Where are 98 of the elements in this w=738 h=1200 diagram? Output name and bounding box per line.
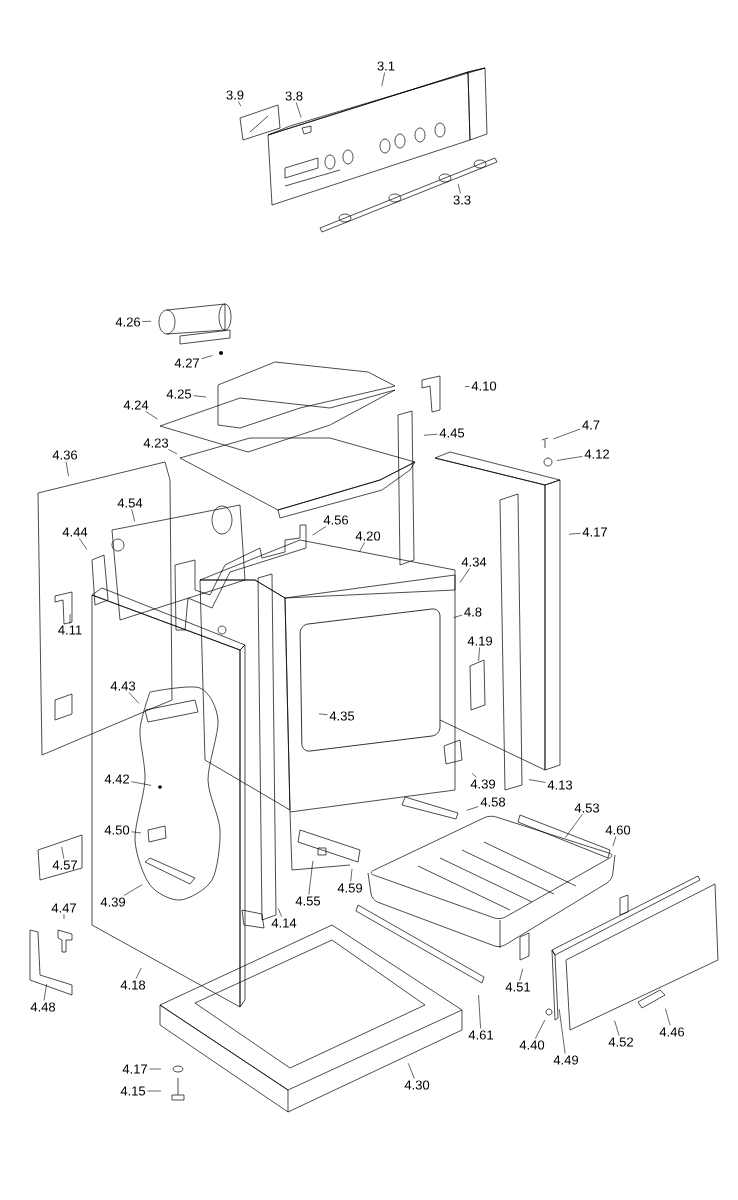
leader-line xyxy=(553,428,581,440)
leader-line xyxy=(131,781,152,786)
callout-number: 4.26 xyxy=(115,317,141,327)
callout-number: 4.27 xyxy=(174,358,199,368)
callout-number: 4.52 xyxy=(608,1037,633,1047)
callout-number: 4.19 xyxy=(467,636,493,646)
callout-number: 4.17 xyxy=(582,527,607,537)
callout-number: 4.24 xyxy=(123,400,149,410)
leader-line xyxy=(556,456,583,461)
callout-number: 4.20 xyxy=(355,531,381,541)
leader-line xyxy=(568,532,581,535)
callout-number: 4.14 xyxy=(271,918,297,928)
callout-number: 4.61 xyxy=(468,1030,493,1040)
callout-number: 4.54 xyxy=(117,498,143,508)
leader-line xyxy=(61,846,65,859)
callout-number: 4.25 xyxy=(166,389,192,399)
callout-number: 4.8 xyxy=(464,607,482,617)
callout-number: 4.58 xyxy=(480,797,506,807)
callout-number: 4.47 xyxy=(51,903,76,913)
leader-line xyxy=(519,968,524,981)
callout-number: 4.13 xyxy=(547,780,573,790)
callout-number: 4.59 xyxy=(337,883,363,893)
leader-line xyxy=(193,395,207,398)
leader-line xyxy=(614,1020,620,1036)
callout-number: 4.56 xyxy=(323,515,349,525)
leader-line xyxy=(43,983,47,1001)
leader-line xyxy=(238,101,242,107)
leader-line xyxy=(464,386,470,387)
callout-number: 4.53 xyxy=(574,803,600,813)
callout-number: 4.35 xyxy=(329,711,355,721)
callout-number: 4.39 xyxy=(100,897,126,907)
leader-line xyxy=(277,908,282,917)
leader-line xyxy=(528,779,546,783)
leader-line xyxy=(478,994,481,1029)
leader-line xyxy=(69,613,71,624)
callout-number: 4.15 xyxy=(120,1086,146,1096)
leader-line xyxy=(459,568,470,583)
leader-line xyxy=(131,831,142,834)
leader-line xyxy=(145,411,158,420)
callout-number: 4.36 xyxy=(52,450,78,460)
leader-line xyxy=(478,647,480,662)
leader-line xyxy=(457,183,461,194)
callout-number: 4.39 xyxy=(470,779,496,789)
leader-line xyxy=(295,102,302,118)
callout-number: 4.18 xyxy=(120,980,146,990)
callout-number: 4.48 xyxy=(30,1002,56,1012)
callout-number: 3.3 xyxy=(453,195,471,205)
callout-number: 4.23 xyxy=(143,438,169,448)
callout-number: 4.7 xyxy=(582,420,600,430)
callout-number: 4.57 xyxy=(52,860,77,870)
leader-line xyxy=(558,1008,566,1054)
leader-line xyxy=(131,509,136,522)
leader-line xyxy=(535,1019,546,1039)
leader-line xyxy=(308,860,314,895)
leader-line xyxy=(612,836,617,847)
leader-line xyxy=(135,967,142,979)
leader-line xyxy=(312,526,327,536)
callout-number: 4.42 xyxy=(104,774,129,784)
callout-number: 4.50 xyxy=(104,825,130,835)
leader-line xyxy=(79,538,88,550)
leader-line xyxy=(147,1090,162,1092)
callout-number: 4.46 xyxy=(659,1027,685,1037)
leader-line xyxy=(359,542,365,553)
callout-number: 3.1 xyxy=(377,61,395,71)
leader-line xyxy=(423,433,438,436)
callout-number: 4.30 xyxy=(404,1080,430,1090)
leader-line xyxy=(472,773,477,778)
leader-line xyxy=(63,914,65,920)
callout-number: 4.11 xyxy=(58,625,82,635)
leader-line xyxy=(123,884,143,896)
callout-number: 4.49 xyxy=(553,1055,579,1065)
callout-number: 4.34 xyxy=(461,557,487,567)
leader-line xyxy=(665,1008,671,1026)
callout-number: 4.12 xyxy=(584,449,609,459)
leader-line xyxy=(168,449,178,455)
callout-number: 4.51 xyxy=(505,982,530,992)
callout-number: 3.8 xyxy=(285,91,303,101)
leader-line xyxy=(466,806,479,811)
leader-line xyxy=(65,461,69,477)
leader-line xyxy=(565,814,583,839)
callout-number: 4.55 xyxy=(295,896,321,906)
callout-number: 4.44 xyxy=(62,527,88,537)
leader-line xyxy=(201,355,213,360)
callout-number: 4.43 xyxy=(110,681,136,691)
leader-line xyxy=(453,614,463,618)
callout-number: 4.10 xyxy=(471,381,497,391)
leader-line xyxy=(381,72,385,87)
callout-number: 3.9 xyxy=(226,90,244,100)
leader-line xyxy=(318,713,328,715)
leader-line xyxy=(408,1063,415,1079)
leader-line xyxy=(128,692,140,704)
leader-line xyxy=(350,868,353,882)
leader-line xyxy=(142,321,152,322)
callout-number: 4.17 xyxy=(122,1064,147,1074)
leader-line xyxy=(149,1068,162,1070)
callout-number: 4.45 xyxy=(439,428,465,438)
callout-number: 4.60 xyxy=(605,825,631,835)
callout-number: 4.40 xyxy=(519,1040,545,1050)
